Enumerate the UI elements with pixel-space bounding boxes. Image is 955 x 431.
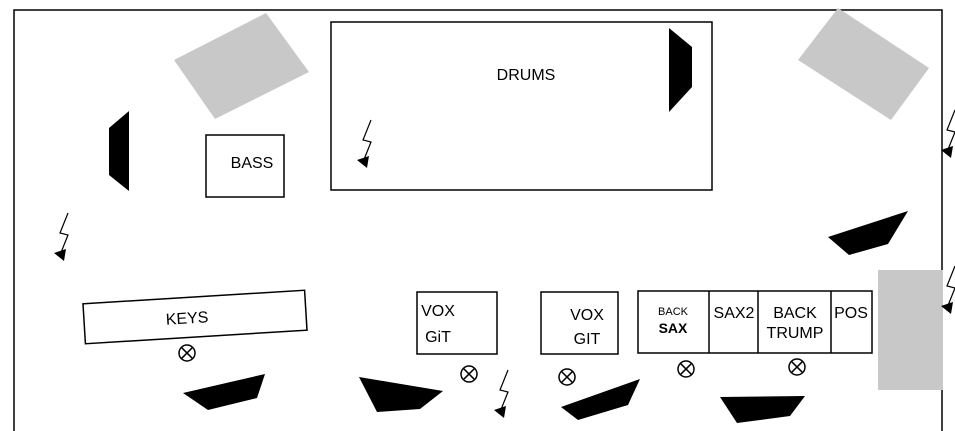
wedge-monitor-icon	[720, 396, 805, 423]
sax2-label: SAX2	[714, 305, 755, 322]
lightning-bolt-icon	[54, 212, 69, 261]
speaker-stack-icon	[174, 13, 309, 119]
lightning-bolt-icon	[494, 369, 509, 418]
vox-git-1-line1: VOX	[421, 303, 455, 320]
vox-git-2: VOX GIT	[540, 291, 619, 355]
vox-git-1-line2: GiT	[425, 329, 451, 346]
lightning-bolt-icon	[357, 119, 372, 168]
pos-label: POS	[834, 305, 868, 322]
back-trump-line2: TRUMP	[767, 325, 824, 342]
power-outlet-icon	[788, 358, 806, 376]
horn-section: BACK SAX SAX2 BACK TRUMP POS	[637, 290, 873, 354]
power-outlet-icon	[558, 368, 576, 386]
power-outlet-icon	[460, 365, 478, 383]
back-sax-line2: SAX	[659, 320, 688, 336]
lightning-bolt-icon	[941, 109, 955, 158]
back-trump-line1: BACK	[773, 305, 817, 322]
stage-border	[13, 9, 943, 431]
power-outlet-icon	[677, 360, 695, 378]
speaker-stack-icon	[878, 270, 943, 390]
wedge-monitor-icon	[359, 377, 443, 412]
wedge-monitor-icon	[109, 111, 129, 191]
wedge-monitor-icon	[183, 374, 265, 410]
drums-riser: DRUMS	[330, 21, 713, 191]
vox-git-1: VOX GiT	[416, 291, 498, 355]
wedge-monitor-icon	[561, 379, 640, 420]
wedge-monitor-icon	[669, 28, 692, 112]
vox-git-2-line2: GIT	[574, 331, 601, 348]
power-outlet-icon	[178, 344, 196, 362]
keys-label: KEYS	[165, 309, 209, 329]
wedge-monitor-icon	[828, 211, 908, 255]
back-sax-line1: BACK	[658, 306, 689, 318]
keys: KEYS	[82, 289, 308, 345]
drums-label: DRUMS	[497, 67, 556, 84]
vox-git-2-line1: VOX	[570, 307, 604, 324]
bass-label: BASS	[231, 155, 274, 172]
speaker-stack-icon	[798, 8, 929, 120]
lightning-bolt-icon	[941, 265, 955, 314]
bass-amp: BASS	[205, 134, 285, 198]
